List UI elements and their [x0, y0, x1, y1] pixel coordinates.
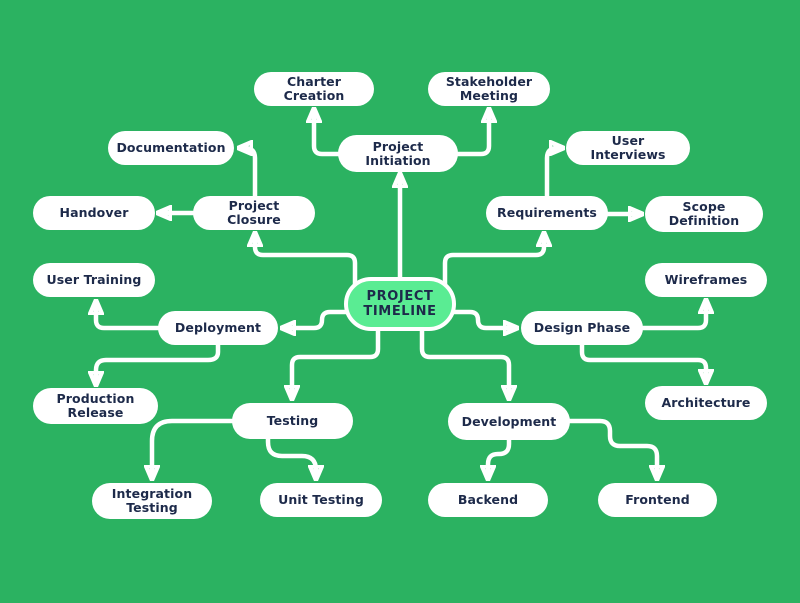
node-testing[interactable]: Testing [232, 403, 353, 439]
node-project-initiation[interactable]: Project Initiation [338, 135, 458, 172]
node-requirements[interactable]: Requirements [486, 196, 608, 230]
edge-project-closure-to-documentation [242, 148, 258, 213]
edge-project-timeline-to-development [419, 322, 509, 396]
edge-development-to-backend [488, 432, 512, 476]
node-handover[interactable]: Handover [33, 196, 155, 230]
edge-deployment-to-production-release [96, 337, 221, 382]
node-stakeholder-meeting[interactable]: Stakeholder Meeting [428, 72, 550, 106]
edge-deployment-to-user-training [96, 304, 203, 331]
edge-project-initiation-to-charter-creation [314, 112, 401, 157]
node-production-release[interactable]: Production Release [33, 388, 158, 424]
node-scope-definition[interactable]: Scope Definition [645, 196, 763, 232]
edge-project-timeline-to-testing [292, 322, 381, 396]
node-integration-testing[interactable]: Integration Testing [92, 483, 212, 519]
node-user-training[interactable]: User Training [33, 263, 155, 297]
edge-testing-to-integration-testing [152, 418, 263, 476]
edge-project-timeline-to-requirements [442, 236, 544, 301]
edge-requirements-to-user-interviews [544, 148, 560, 213]
edge-project-initiation-to-stakeholder-meeting [395, 112, 489, 157]
node-charter-creation[interactable]: Charter Creation [254, 72, 374, 106]
edge-development-to-frontend [557, 418, 657, 476]
node-unit-testing[interactable]: Unit Testing [260, 483, 382, 517]
edge-project-timeline-to-project-closure [255, 236, 358, 301]
node-wireframes[interactable]: Wireframes [645, 263, 767, 297]
edge-project-timeline-to-design-phase [447, 309, 514, 328]
node-frontend[interactable]: Frontend [598, 483, 717, 517]
edge-design-phase-to-architecture [579, 337, 706, 380]
edge-project-timeline-to-deployment [285, 309, 353, 328]
node-design-phase[interactable]: Design Phase [521, 311, 643, 345]
edge-testing-to-unit-testing [265, 429, 316, 476]
node-user-interviews[interactable]: User Interviews [566, 131, 690, 165]
node-documentation[interactable]: Documentation [108, 131, 234, 165]
node-project-closure[interactable]: Project Closure [193, 196, 315, 230]
node-deployment[interactable]: Deployment [158, 311, 278, 345]
node-development[interactable]: Development [448, 403, 570, 440]
node-architecture[interactable]: Architecture [645, 386, 767, 420]
edge-design-phase-to-wireframes [597, 303, 706, 331]
node-backend[interactable]: Backend [428, 483, 548, 517]
node-project-timeline-center[interactable]: PROJECT TIMELINE [344, 277, 456, 331]
